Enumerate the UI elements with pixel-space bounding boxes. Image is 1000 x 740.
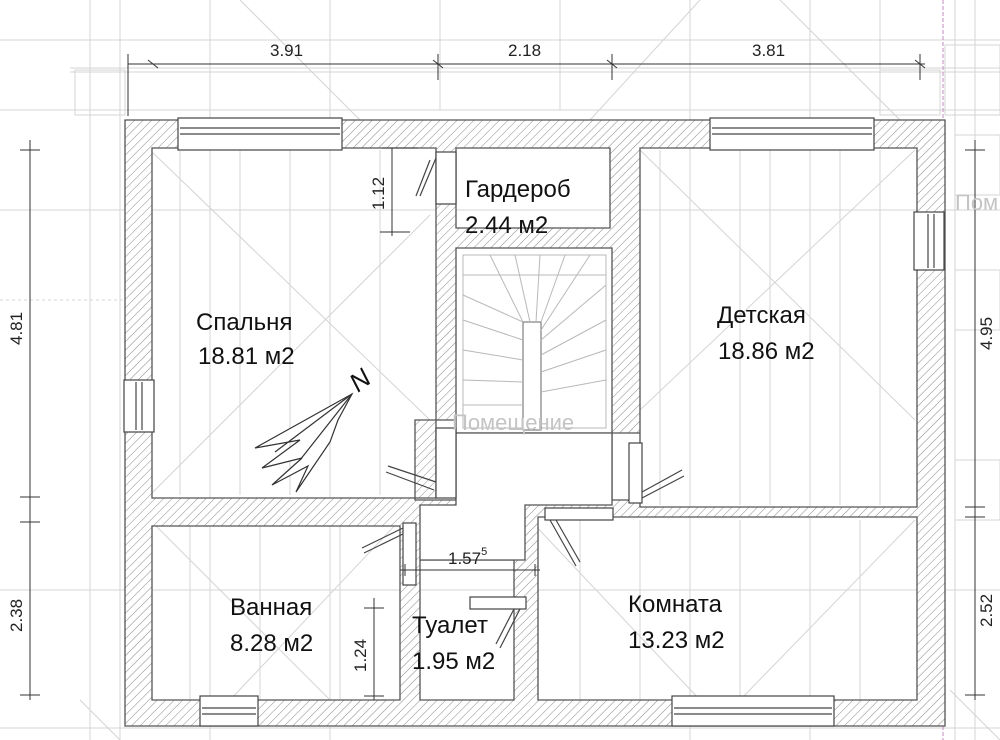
room-wardrobe: Гардероб 2.44 м2 [465, 176, 571, 239]
dimension-right-upper: 4.95 [977, 317, 996, 350]
room-name: Комната [628, 591, 723, 618]
dimension-corridor-superscript: 5 [481, 546, 487, 558]
dimension-corridor-width: 1.575 [448, 546, 487, 568]
dimension-top-middle: 2.18 [508, 41, 541, 60]
compass-arrow [254, 392, 354, 493]
dimension-left-upper: 4.81 [7, 312, 26, 345]
room-toilet: Туалет 1.95 м2 [412, 612, 495, 675]
room-bathroom: Ванная 8.28 м2 [230, 594, 313, 657]
room-nursery: Детская 18.86 м2 [717, 302, 815, 365]
staircase [462, 254, 607, 431]
room-name: Ванная [230, 594, 312, 621]
stair-room-ghost-label: Помещение [452, 410, 574, 435]
dimension-right-lower: 2.52 [977, 594, 996, 627]
right-edge-ghost-label: Пом [955, 190, 998, 215]
dimension-left-lower: 2.38 [7, 599, 26, 632]
room-name: Гардероб [465, 176, 571, 203]
dimension-bathroom-door: 1.24 [351, 639, 370, 672]
room-bedroom: Спальня 18.81 м2 [196, 309, 295, 370]
dimension-lines [20, 54, 985, 700]
room-name: Детская [717, 302, 806, 329]
dimension-top-right: 3.81 [752, 41, 785, 60]
room-name: Спальня [196, 309, 292, 336]
room-name: Туалет [412, 612, 488, 639]
dimension-wardrobe-door: 1.12 [369, 177, 388, 210]
compass-north-label: N [343, 362, 376, 397]
room-area: 1.95 м2 [412, 648, 495, 675]
room-area: 2.44 м2 [465, 212, 548, 239]
room-room: Комната 13.23 м2 [628, 591, 725, 654]
room-area: 18.81 м2 [198, 343, 295, 370]
room-area: 18.86 м2 [718, 338, 815, 365]
corridor [419, 432, 613, 561]
room-area: 8.28 м2 [230, 630, 313, 657]
windows [123, 117, 945, 727]
dimension-top-left: 3.91 [270, 41, 303, 60]
room-area: 13.23 м2 [628, 627, 725, 654]
dimension-corridor-value: 1.57 [448, 549, 481, 568]
